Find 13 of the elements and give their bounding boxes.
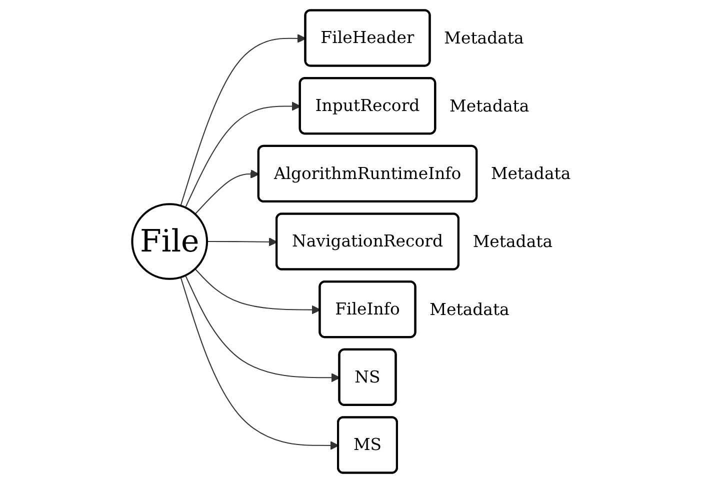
arrow (185, 102, 302, 208)
metadata-label: Metadata (491, 164, 571, 184)
arrow (207, 237, 278, 246)
metadata-label: Metadata (444, 28, 524, 48)
metadata-label: Metadata (473, 232, 553, 251)
arrow (180, 34, 306, 206)
arrow (180, 277, 340, 450)
metadata-label: Metadata (450, 96, 530, 116)
arrow (195, 268, 321, 314)
node-circle: File (132, 203, 208, 280)
metadata-label: Metadata (430, 300, 510, 319)
arrow (195, 169, 260, 214)
arrow (185, 275, 340, 382)
